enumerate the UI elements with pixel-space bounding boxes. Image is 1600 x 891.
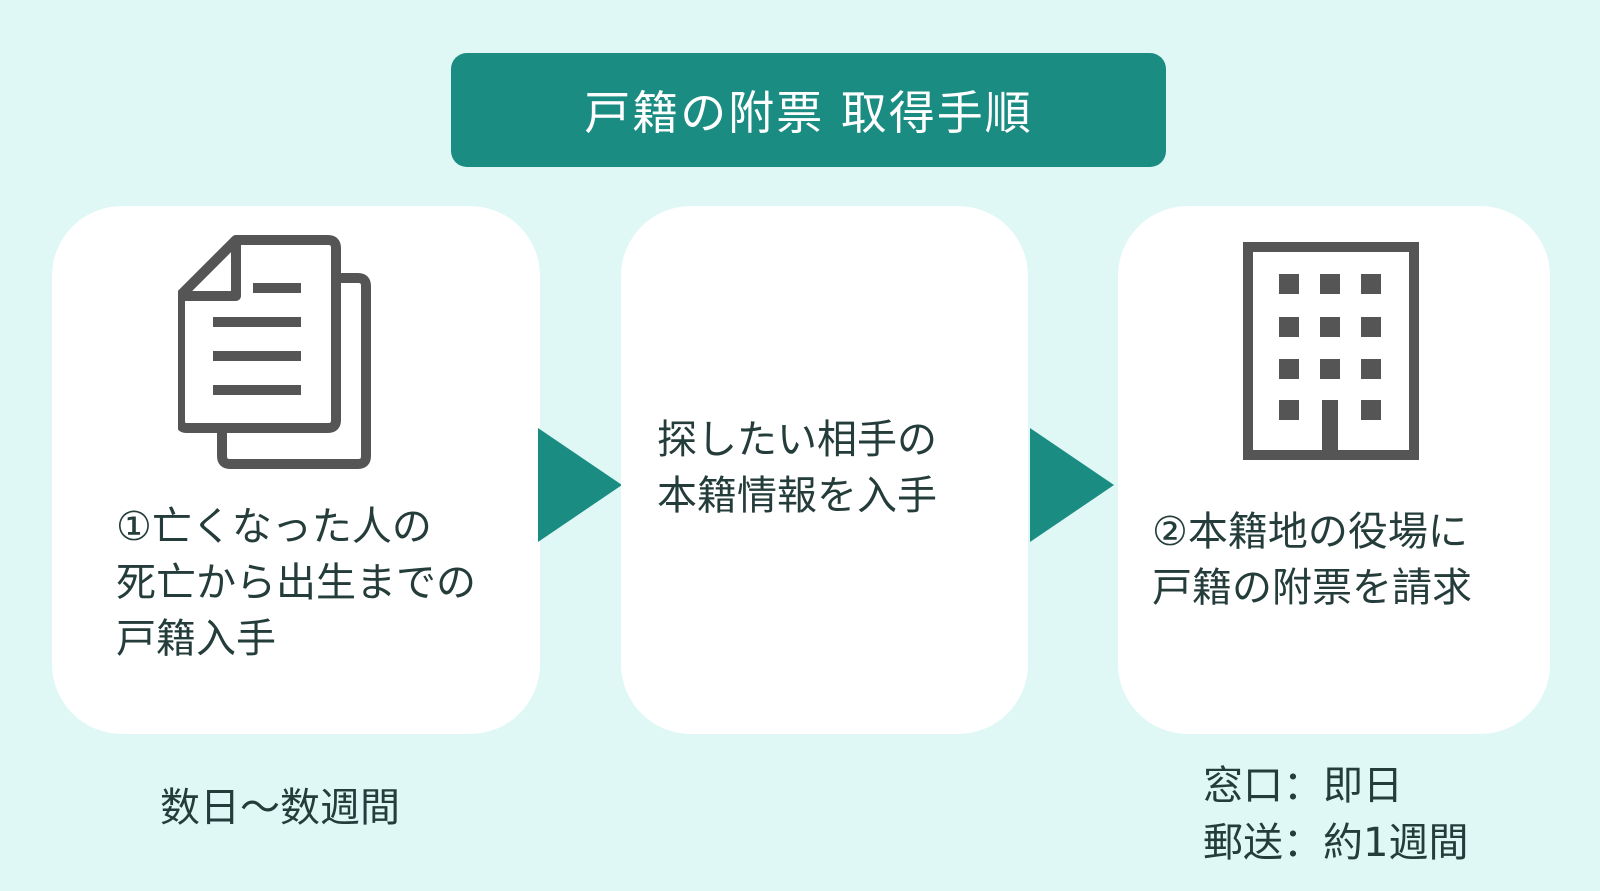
step-2-card: 探したい相手の 本籍情報を入手 (621, 206, 1028, 734)
title-banner: 戸籍の附票 取得手順 (451, 53, 1166, 167)
arrow-right-icon (1030, 428, 1114, 542)
step-2-text: 探したい相手の 本籍情報を入手 (657, 417, 937, 519)
building-icon (1243, 242, 1419, 460)
page-title: 戸籍の附票 取得手順 (584, 86, 1033, 140)
arrow-right-icon (538, 428, 622, 542)
step-3-mail-duration: 郵送：約1週間 (1203, 820, 1469, 866)
step-1-text: ①亡くなった人の 死亡から出生までの 戸籍入手 (116, 504, 476, 662)
document-icon (178, 235, 371, 469)
step-1-duration: 数日～数週間 (160, 785, 400, 831)
step-3-card: ②本籍地の役場に 戸籍の附票を請求 (1118, 206, 1550, 734)
step-1-card: ①亡くなった人の 死亡から出生までの 戸籍入手 (52, 206, 540, 734)
step-3-counter-duration: 窓口：即日 (1203, 763, 1403, 809)
step-3-text: ②本籍地の役場に 戸籍の附票を請求 (1152, 509, 1472, 611)
